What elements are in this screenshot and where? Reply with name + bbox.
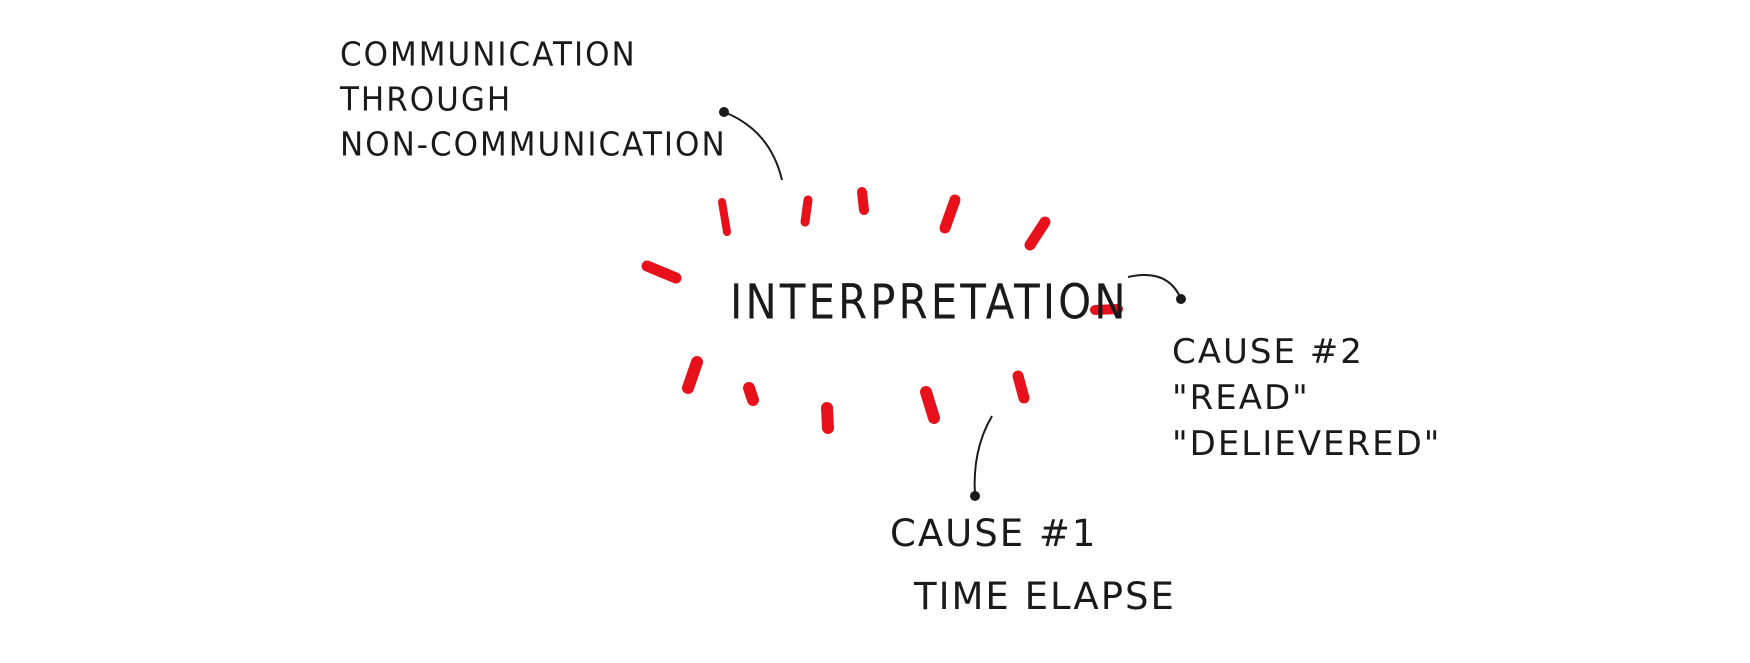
- burst-stroke: [800, 195, 813, 227]
- burst-stroke: [920, 386, 940, 424]
- connector-line: [973, 415, 993, 497]
- burst-stroke: [821, 402, 834, 434]
- top-note-line-3: NON-COMMUNICATION: [340, 126, 727, 164]
- center-label: INTERPRETATION: [730, 273, 1129, 330]
- cause-2-note: CAUSE #2 "READ" "DELIEVERED": [1172, 335, 1441, 473]
- burst-stroke: [718, 198, 731, 236]
- cause-2-title: CAUSE #2: [1172, 332, 1364, 372]
- connector-line: [723, 111, 783, 181]
- burst-stroke: [857, 187, 869, 215]
- cause-1-title: CAUSE #1: [890, 512, 1098, 555]
- connector-line: [1127, 273, 1182, 300]
- top-note-line-1: COMMUNICATION: [340, 36, 637, 74]
- burst-stroke: [1024, 216, 1051, 251]
- burst-stroke: [743, 382, 759, 406]
- cause-2-detail-1: "READ": [1172, 378, 1310, 418]
- cause-1-detail: TIME ELAPSE: [914, 575, 1176, 618]
- burst-stroke: [939, 194, 961, 234]
- red-burst: [641, 187, 1123, 434]
- burst-stroke: [1012, 370, 1030, 404]
- burst-stroke: [1090, 304, 1123, 315]
- connector-dot: [970, 491, 980, 501]
- cause-2-detail-2: "DELIEVERED": [1172, 424, 1442, 464]
- cause-1-note: CAUSE #1 TIME ELAPSE: [890, 515, 1176, 641]
- connector-dot: [719, 107, 729, 117]
- top-note-line-2: THROUGH: [340, 81, 513, 119]
- connector-dot: [1176, 294, 1186, 304]
- connector-cause-2: [1127, 273, 1186, 304]
- connector-cause-1: [970, 415, 993, 501]
- burst-stroke: [682, 356, 703, 394]
- burst-stroke: [641, 260, 682, 284]
- connector-top-note: [719, 107, 783, 181]
- top-note: COMMUNICATION THROUGH NON-COMMUNICATION: [340, 36, 727, 175]
